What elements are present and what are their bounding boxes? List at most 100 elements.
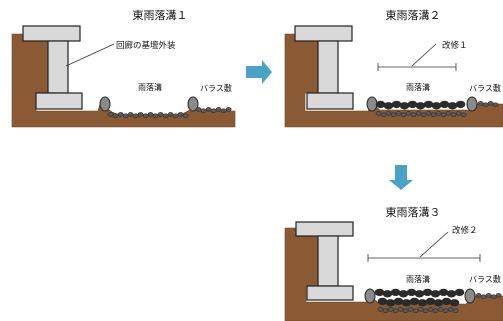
- stone: [455, 100, 466, 109]
- stone: [427, 307, 434, 312]
- stone: [430, 112, 437, 118]
- panel-3-callout: 改修２: [452, 225, 478, 236]
- stone: [390, 112, 397, 118]
- stone: [445, 111, 452, 116]
- panel-2-callout: 改修１: [442, 40, 468, 51]
- stone: [425, 111, 432, 116]
- panel-1-pillar: [22, 25, 83, 110]
- stone: [152, 113, 159, 119]
- stone: [380, 112, 387, 118]
- stone: [431, 102, 442, 110]
- stone: [182, 113, 189, 119]
- stone: [132, 113, 139, 119]
- stone: [480, 294, 487, 300]
- stone: [415, 111, 422, 116]
- stone: [422, 308, 429, 314]
- stone: [485, 293, 492, 298]
- panel-1-ditch-label: 雨落溝: [138, 82, 162, 92]
- stone: [397, 307, 404, 312]
- stone: [405, 111, 412, 116]
- stone: [449, 299, 460, 307]
- stone: [452, 308, 459, 314]
- stone: [417, 299, 428, 307]
- stone: [375, 111, 382, 116]
- panel-3-callout-line: [419, 231, 449, 258]
- stone: [475, 293, 482, 298]
- panel-3-span-line: [367, 254, 481, 262]
- stone: [127, 112, 134, 117]
- stone: [167, 112, 174, 117]
- stone: [422, 288, 433, 297]
- stone: [177, 112, 184, 117]
- stone: [492, 102, 499, 108]
- stone: [437, 307, 444, 312]
- stone: [450, 112, 457, 118]
- panel-3-pebbles: [377, 307, 459, 314]
- stone: [439, 100, 450, 109]
- stone: [205, 107, 212, 112]
- stone: [137, 112, 144, 117]
- panel-1-title: 東雨落溝１: [133, 9, 188, 22]
- stone: [432, 308, 439, 314]
- panel-2-pebbles: [375, 111, 467, 118]
- stone: [122, 113, 129, 119]
- stone: [406, 288, 417, 297]
- stone: [382, 290, 393, 298]
- stone: [425, 297, 436, 306]
- panel-2-title: 東雨落溝２: [386, 9, 441, 22]
- stone: [383, 102, 394, 110]
- stone: [215, 107, 222, 112]
- stone: [495, 293, 502, 298]
- stone: [410, 112, 417, 118]
- arrow-down-icon: [389, 165, 413, 190]
- stone: [417, 307, 424, 312]
- panel-3: 東雨落溝３ 改修２ 雨落溝 バラス敷: [284, 206, 503, 321]
- panel-2-callout-line: [411, 43, 437, 67]
- stone: [477, 101, 484, 106]
- stone: [374, 288, 385, 297]
- stone: [147, 112, 154, 117]
- stone: [200, 108, 207, 114]
- stone: [438, 288, 449, 297]
- stone: [442, 308, 449, 314]
- stone: [385, 299, 396, 307]
- stone: [398, 290, 409, 298]
- stone: [377, 307, 384, 312]
- stone: [435, 111, 442, 116]
- stone: [400, 112, 407, 118]
- stone: [433, 299, 444, 307]
- stone: [210, 108, 217, 114]
- arrow-right-icon: [246, 60, 272, 84]
- stone: [414, 290, 425, 298]
- stone: [390, 288, 401, 297]
- panel-1-gravel-bed: [195, 107, 232, 114]
- stone: [440, 112, 447, 118]
- stone: [162, 113, 169, 119]
- stone: [407, 307, 414, 312]
- stone: [487, 101, 494, 106]
- panel-1-pebbles: [107, 112, 189, 119]
- panel-3-ditch-stones: [364, 288, 502, 314]
- stone: [460, 112, 467, 118]
- stone: [401, 299, 412, 307]
- panel-2-pillar: [294, 25, 354, 110]
- panel-3-cobbles: [374, 288, 465, 298]
- stone: [112, 113, 119, 119]
- stone: [402, 308, 409, 314]
- stone: [420, 112, 427, 118]
- stone: [490, 294, 497, 300]
- panel-1-callout-line: [65, 43, 115, 67]
- stone: [409, 297, 420, 306]
- panel-2: 東雨落溝２ 改修１ 雨落溝 バラス敷: [284, 9, 503, 128]
- panel-1-ditch-stones: [99, 96, 232, 119]
- stone: [375, 100, 386, 109]
- stone: [377, 297, 388, 306]
- stone: [430, 290, 441, 298]
- stone: [446, 290, 457, 298]
- stone: [157, 112, 164, 117]
- stone: [395, 111, 402, 116]
- panel-1-callout: 回廊の基壇外装: [116, 40, 176, 51]
- panel-3-gravel-bed: [475, 293, 502, 300]
- stone: [391, 100, 402, 109]
